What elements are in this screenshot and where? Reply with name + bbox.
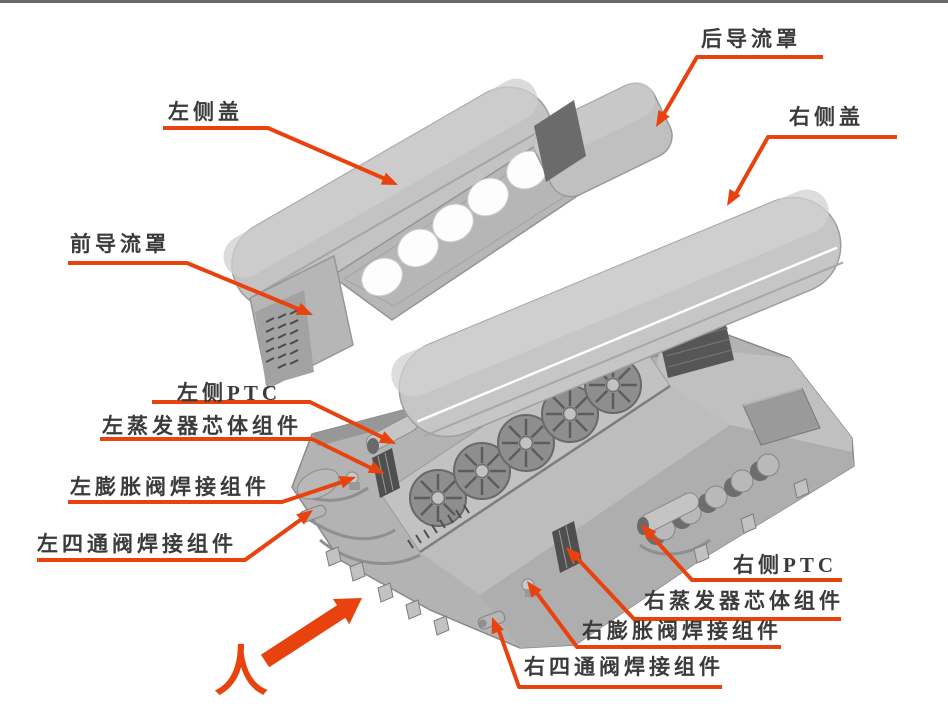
leader-right-evaporator: [574, 555, 841, 621]
leader-left-evaporator: [100, 437, 376, 472]
arrowhead-left-ptc: [378, 431, 396, 444]
label-left-four-way-valve: 左四通阀焊接组件: [37, 532, 237, 556]
arrowhead-right-evaporator: [566, 547, 582, 564]
leader-arrowheads: [295, 109, 741, 635]
label-left-expansion-valve: 左膨胀阀焊接组件: [70, 475, 270, 499]
leader-left-expansion: [68, 479, 346, 504]
direction-arrow: [260, 598, 362, 668]
leader-right-expansion: [534, 590, 781, 649]
label-left-side-cover: 左侧盖: [168, 100, 243, 124]
arrowhead-right-four-way: [491, 617, 504, 635]
label-rear-deflector: 后导流罩: [701, 27, 801, 51]
label-front-deflector: 前导流罩: [70, 232, 170, 256]
arrowhead-right-side-cover: [727, 188, 741, 206]
leader-left-four-way: [37, 516, 305, 562]
top-rule-divider: [0, 0, 948, 3]
person-marker: 人: [214, 642, 268, 702]
arrowhead-front-deflector: [295, 302, 313, 315]
cover-assembly: [223, 78, 844, 438]
arrowhead-left-four-way: [296, 510, 313, 525]
leader-right-four-way: [496, 627, 722, 689]
label-right-evaporator-core: 右蒸发器芯体组件: [644, 589, 844, 613]
arrowhead-right-ptc: [641, 524, 657, 541]
arrowhead-left-evaporator: [367, 461, 385, 474]
leader-left-side-cover: [163, 126, 391, 183]
left-evaporator-part: [372, 448, 400, 498]
louver-slots: [265, 309, 299, 369]
right-side-cover-part: [391, 189, 844, 438]
rear-deflector-part: [532, 82, 673, 198]
label-right-four-way-valve: 右四通阀焊接组件: [524, 655, 724, 679]
leader-rear-deflector: [659, 55, 823, 121]
arrowhead-left-side-cover: [380, 172, 398, 185]
leader-right-side-cover: [731, 135, 897, 200]
label-left-ptc: 左侧PTC: [177, 381, 281, 405]
leader-right-ptc: [648, 532, 842, 582]
leader-front-deflector: [68, 261, 304, 313]
label-right-ptc: 右侧PTC: [733, 553, 837, 577]
label-left-evaporator-core: 左蒸发器芯体组件: [102, 414, 302, 438]
label-right-side-cover: 右侧盖: [789, 105, 864, 129]
arrowhead-left-expansion: [338, 476, 356, 489]
leader-left-ptc: [152, 400, 387, 441]
label-right-expansion-valve: 右膨胀阀焊接组件: [582, 619, 782, 643]
arrowhead-rear-deflector: [656, 109, 670, 127]
arrowhead-right-expansion: [527, 581, 542, 598]
leader-lines: [37, 55, 897, 689]
